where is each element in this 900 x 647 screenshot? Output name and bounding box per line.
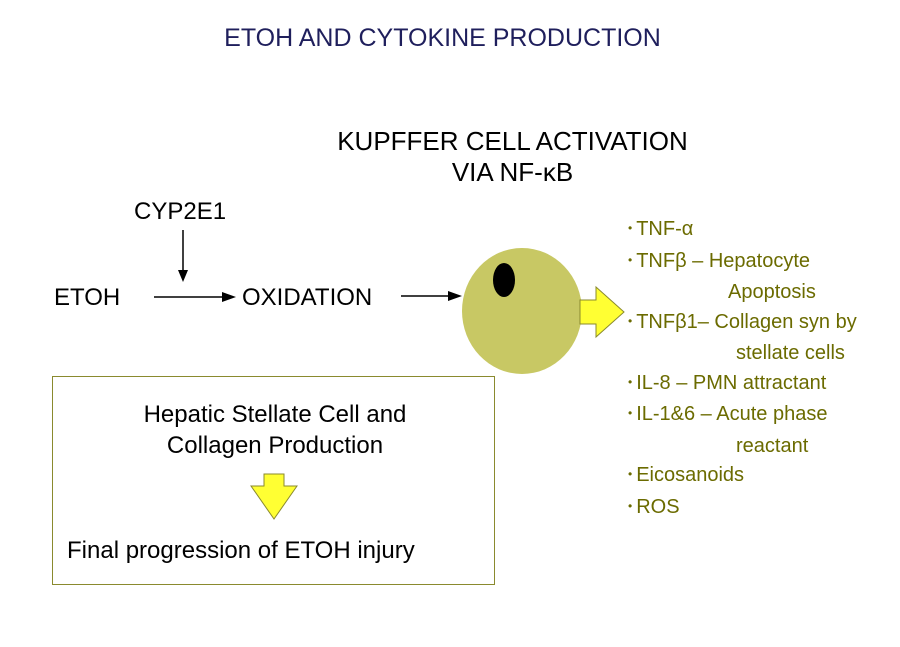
cytokine-item: •Eicosanoids — [628, 464, 745, 486]
cytokine-item-continuation: Apoptosis — [728, 281, 816, 303]
cytokine-item-continuation: stellate cells — [736, 342, 845, 364]
cytokine-item: •ROS — [628, 495, 680, 518]
cytokine-item: •TNF-α — [628, 218, 694, 240]
enzyme-arrow-head — [178, 270, 188, 282]
process-label: OXIDATION — [242, 284, 373, 311]
progression-arrow-icon — [250, 473, 298, 520]
kupffer-cell — [462, 248, 582, 374]
process-arrow-head — [448, 291, 462, 301]
cytokine-item: •TNFβ1– Collagen syn by — [628, 310, 857, 333]
stellate-title-line2: Collagen Production — [166, 432, 384, 459]
stellate-title: Hepatic Stellate Cell and Collagen Produ… — [60, 399, 490, 461]
cytokine-item: •TNFβ – Hepatocyte — [628, 249, 810, 272]
substrate-arrow-head — [222, 292, 236, 302]
kupffer-heading-line2: VIA NF-κB — [451, 157, 574, 187]
kupffer-heading: KUPFFER CELL ACTIVATION VIA NF-κB — [300, 126, 725, 188]
stellate-title-line1: Hepatic Stellate Cell and — [143, 401, 407, 428]
cytokine-item: •IL-8 – PMN attractant — [628, 371, 827, 394]
cytokine-item: •IL-1&6 – Acute phase — [628, 403, 828, 425]
kupffer-cell-nucleus — [493, 263, 515, 297]
stellate-box — [52, 376, 495, 585]
stellate-outcome: Final progression of ETOH injury — [67, 537, 415, 564]
cytokine-release-arrow-icon — [579, 285, 625, 339]
kupffer-heading-line1: KUPFFER CELL ACTIVATION — [337, 126, 688, 156]
cytokine-item-continuation: reactant — [736, 434, 809, 457]
substrate-label: ETOH — [54, 284, 121, 311]
page-title: ETOH AND CYTOKINE PRODUCTION — [224, 24, 661, 52]
enzyme-label: CYP2E1 — [134, 198, 227, 225]
cytokine-list: •TNF-α •TNFβ – Hepatocyte Apoptosis •TNF… — [628, 215, 857, 524]
